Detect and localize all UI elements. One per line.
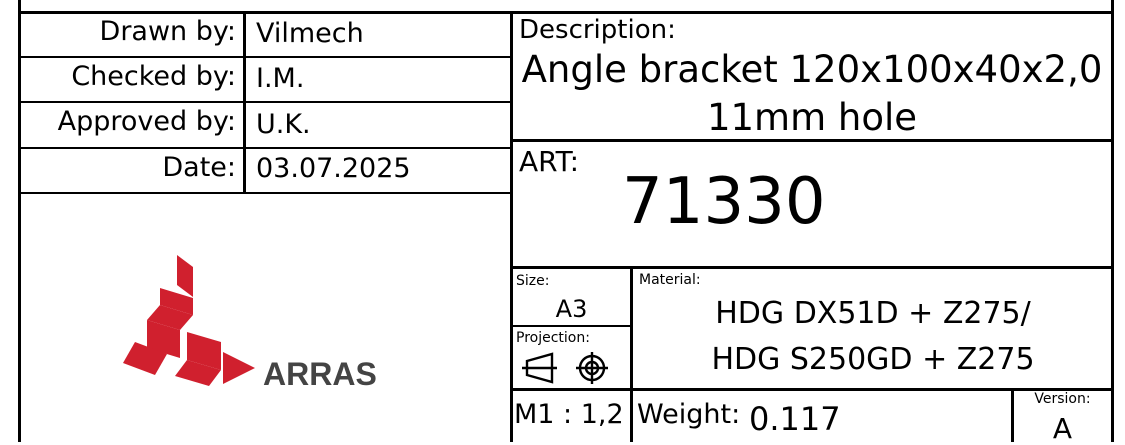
frame-top bbox=[18, 11, 1114, 14]
projection-symbol bbox=[522, 350, 622, 386]
description-bottom-line bbox=[511, 139, 1113, 142]
art-number: 71330 bbox=[622, 165, 826, 239]
size-value: A3 bbox=[555, 295, 588, 323]
frame-right bbox=[1111, 0, 1114, 442]
drawn-by-value: Vilmech bbox=[256, 18, 364, 49]
description-label: Description: bbox=[519, 15, 676, 45]
date-value: 03.07.2025 bbox=[256, 153, 411, 184]
scale-value: M1 : 1,2 bbox=[514, 399, 624, 430]
description-line-2: 11mm hole bbox=[706, 96, 918, 139]
drawn-by-label: Drawn by: bbox=[99, 16, 236, 47]
arras-logo-mark: ARRAS bbox=[123, 255, 377, 392]
middle-divider bbox=[510, 12, 513, 442]
arras-logo: ARRAS bbox=[105, 250, 395, 392]
left-row-line-1 bbox=[19, 56, 511, 58]
left-row-line-2 bbox=[19, 101, 511, 103]
version-divider bbox=[1011, 389, 1014, 442]
projection-icon bbox=[522, 352, 608, 384]
left-row-line-4 bbox=[19, 192, 511, 194]
checked-by-value: I.M. bbox=[256, 63, 305, 94]
weight-label: Weight: bbox=[637, 399, 741, 430]
material-line-1: HDG DX51D + Z275/ bbox=[715, 296, 1031, 331]
frame-left bbox=[18, 0, 21, 442]
description-line-1: Angle bracket 120x100x40x2,0 bbox=[521, 48, 1103, 91]
approved-by-label: Approved by: bbox=[57, 106, 236, 137]
art-label: ART: bbox=[519, 145, 580, 178]
size-label: Size: bbox=[516, 273, 550, 289]
bottom-row-line bbox=[511, 388, 1113, 391]
size-material-divider bbox=[630, 267, 633, 442]
material-line-2: HDG S250GD + Z275 bbox=[711, 342, 1035, 377]
checked-by-label: Checked by: bbox=[71, 61, 236, 92]
projection-label: Projection: bbox=[516, 330, 590, 346]
version-value: A bbox=[1052, 412, 1073, 445]
left-row-line-3 bbox=[19, 147, 511, 149]
date-label: Date: bbox=[162, 152, 236, 183]
weight-value: 0.117 bbox=[749, 400, 841, 438]
arras-logo-text: ARRAS bbox=[263, 356, 377, 390]
material-label: Material: bbox=[639, 272, 701, 288]
version-label: Version: bbox=[1034, 391, 1091, 407]
art-bottom-line bbox=[511, 266, 1113, 269]
size-bottom-line bbox=[511, 325, 631, 327]
approved-by-value: U.K. bbox=[256, 109, 311, 140]
